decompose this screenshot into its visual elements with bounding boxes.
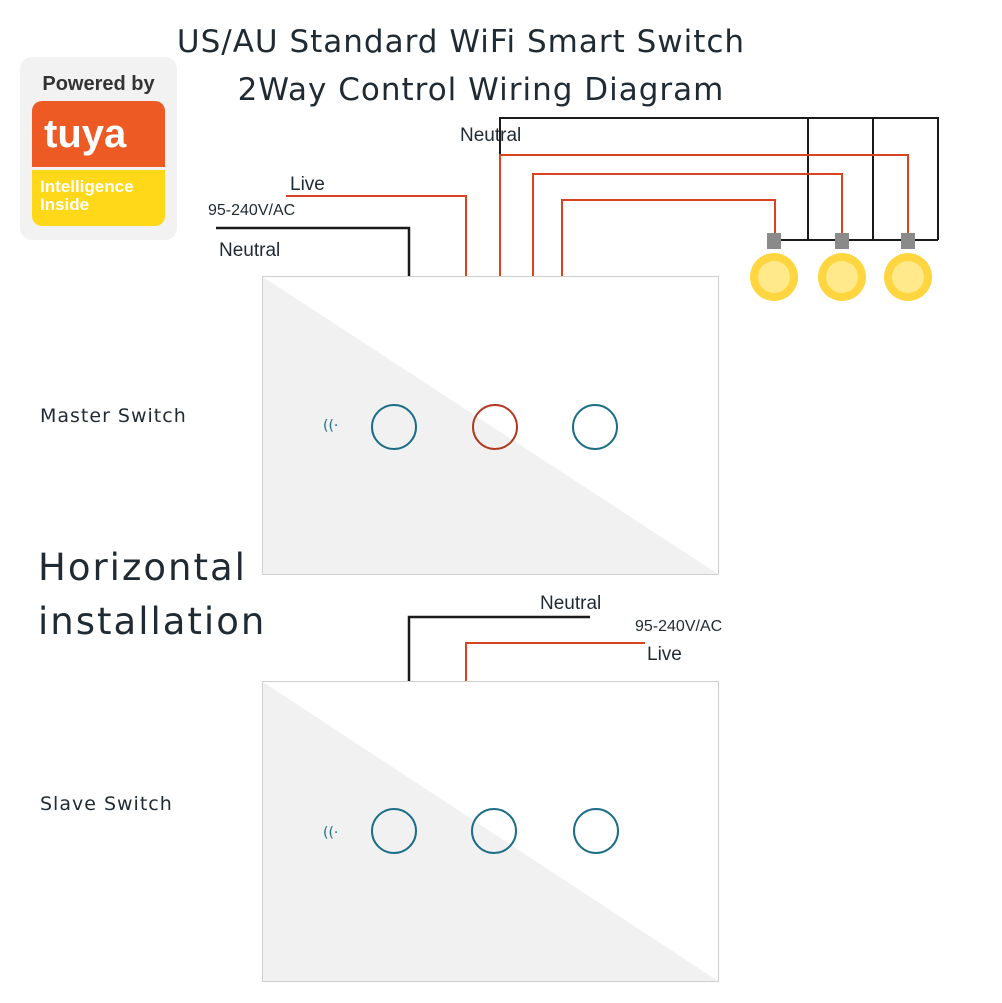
neutral-bus-label: Neutral: [460, 125, 522, 146]
wifi-signal-icon: ((·: [323, 825, 339, 841]
master-live-label: Live: [290, 174, 325, 195]
master-voltage-label: 95-240V/AC: [208, 202, 296, 219]
gang-3-button[interactable]: [572, 404, 618, 450]
gang-2-button[interactable]: [472, 404, 518, 450]
slave-live-label: Live: [647, 644, 682, 665]
orientation-label-1: Horizontal: [38, 546, 247, 589]
tagline-line-2: Inside: [40, 195, 90, 214]
light-bulb-icon: [884, 233, 932, 301]
slave-neutral-label: Neutral: [540, 593, 602, 614]
orientation-label-2: installation: [38, 600, 267, 643]
light-bulb-icon: [750, 233, 798, 301]
tuya-badge: Powered by tuya Intelligence Inside: [20, 57, 177, 240]
tuya-logo: tuya: [32, 101, 165, 167]
master-switch-panel: ((·: [262, 276, 719, 575]
diagram-subtitle: 2Way Control Wiring Diagram: [237, 72, 725, 108]
tuya-tagline: Intelligence Inside: [32, 170, 165, 226]
master-neutral-label: Neutral: [219, 240, 281, 261]
tagline-line-1: Intelligence: [40, 177, 134, 196]
gang-1-button[interactable]: [371, 808, 417, 854]
master-switch-label: Master Switch: [40, 405, 187, 427]
slave-switch-panel: ((·: [262, 681, 719, 982]
slave-voltage-label: 95-240V/AC: [635, 618, 723, 635]
light-bulb-icon: [818, 233, 866, 301]
gang-1-button[interactable]: [371, 404, 417, 450]
slave-switch-label: Slave Switch: [40, 793, 173, 815]
gang-3-button[interactable]: [573, 808, 619, 854]
powered-by-text: Powered by: [42, 73, 155, 95]
wifi-signal-icon: ((·: [323, 418, 339, 434]
gang-2-button[interactable]: [471, 808, 517, 854]
diagram-title: US/AU Standard WiFi Smart Switch: [176, 24, 746, 60]
